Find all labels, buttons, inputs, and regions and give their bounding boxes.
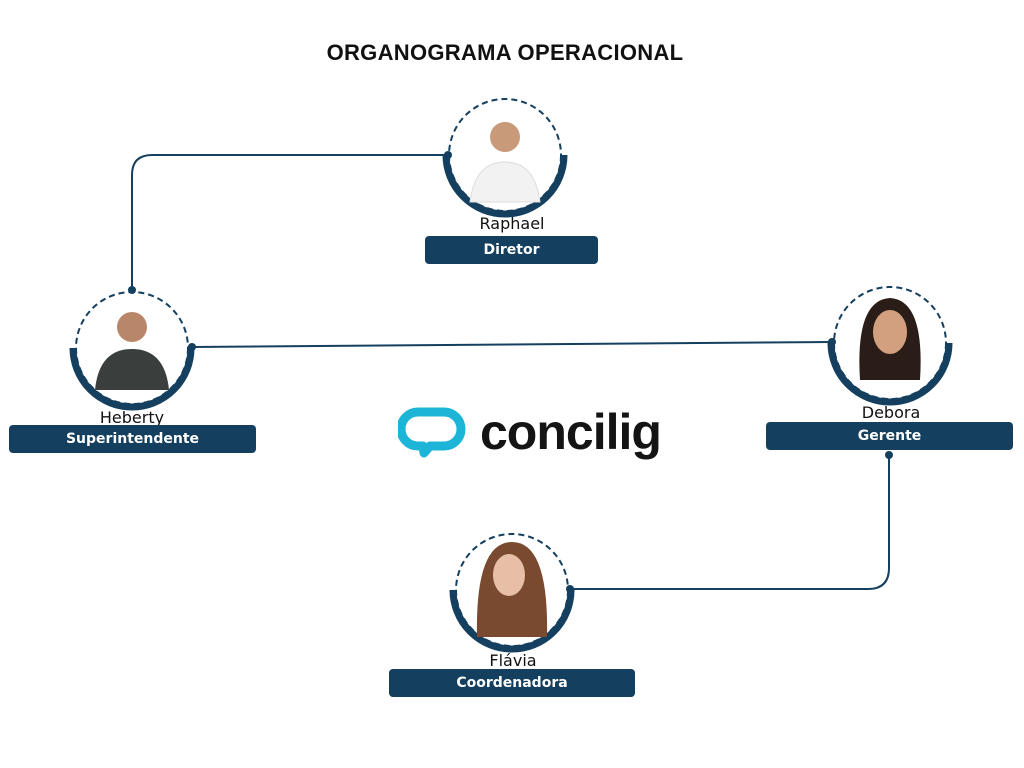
avatar-debora: [825, 280, 955, 410]
avatar-flavia: [447, 527, 577, 657]
avatar-heberty: [67, 285, 197, 415]
person-photo-icon: [69, 291, 195, 411]
person-photo-icon: [827, 286, 953, 406]
person-name: Debora: [861, 403, 921, 422]
connector-director-superintendent: [131, 154, 448, 290]
role-badge: Superintendente: [9, 425, 256, 453]
connector-manager-coordinator: [570, 455, 890, 590]
concilig-logo: concilig: [398, 403, 662, 461]
person-name: Flávia: [489, 651, 537, 670]
avatar-raphael: [440, 92, 570, 222]
role-badge: Gerente: [766, 422, 1013, 450]
connector-superintendent-manager: [191, 341, 833, 348]
page-title: ORGANOGRAMA OPERACIONAL: [326, 40, 684, 65]
person-name: Heberty: [99, 408, 165, 427]
person-photo-icon: [449, 533, 575, 653]
logo-text: concilig: [480, 404, 662, 460]
speech-bubble-icon: [398, 407, 466, 458]
person-photo-icon: [442, 98, 568, 218]
role-badge: Coordenadora: [389, 669, 635, 697]
role-badge: Diretor: [425, 236, 598, 264]
person-name: Raphael: [479, 214, 545, 233]
